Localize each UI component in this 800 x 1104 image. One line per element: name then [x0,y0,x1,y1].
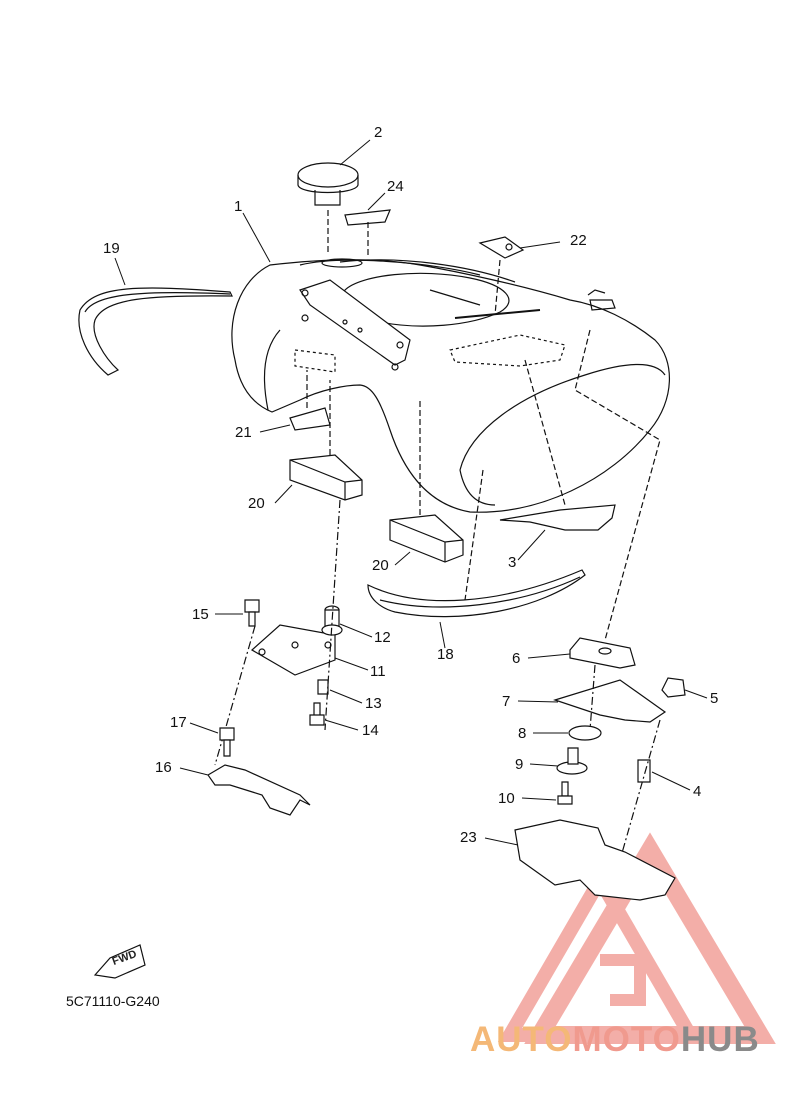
damper-20-left [290,380,362,500]
label-sticker-24 [345,210,390,225]
tank-bracket [300,280,410,371]
fwd-arrow-icon [95,945,145,978]
callout-6: 6 [512,650,520,667]
callout-9: 9 [515,756,523,773]
watermark-hub: HUB [680,1020,760,1059]
callout-24: 24 [387,178,404,195]
bracket-23 [515,820,675,900]
callout-numbers: 2 24 1 22 19 21 20 20 3 18 15 12 11 13 1… [103,124,718,846]
callout-11: 11 [370,663,386,680]
nut-5 [662,678,685,697]
callout-14: 14 [362,722,379,739]
bolt-14 [310,703,324,725]
collar-13 [318,680,328,694]
stud-4 [638,760,650,782]
emblem-22 [480,237,523,315]
grommet-12 [322,606,342,635]
callout-21: 21 [235,424,252,441]
callout-10: 10 [498,790,515,807]
callout-20-center: 20 [372,557,389,574]
bolt-10 [558,782,572,804]
callout-1: 1 [234,198,242,215]
leader-lines [115,140,707,845]
callout-7: 7 [502,693,510,710]
callout-8: 8 [518,725,526,742]
callout-22: 22 [570,232,587,249]
callout-19: 19 [103,240,120,257]
lower-molding-18 [368,470,585,617]
callout-2: 2 [374,124,382,141]
mount-6 [570,638,635,668]
fuel-cap [298,163,358,255]
pad-21 [290,408,330,430]
collar-9 [557,748,587,774]
bolt-15 [245,600,259,626]
watermark-auto: AUTO [470,1020,573,1059]
bracket-16 [208,765,310,815]
callout-23: 23 [460,829,477,846]
callout-16: 16 [155,759,172,776]
bolt-17 [220,728,234,756]
watermark-brand: AUTOMOTOHUB [470,1020,760,1060]
callout-18: 18 [437,646,454,663]
washer-8 [569,726,601,740]
watermark-logo [510,850,760,1035]
callout-12: 12 [374,629,391,646]
cover-3 [500,505,615,530]
callout-3: 3 [508,554,516,571]
callout-5: 5 [710,690,718,707]
watermark-moto: MOTO [572,1020,681,1059]
damper-20-center [390,400,463,562]
side-molding-19 [79,288,232,375]
drawing-code: 5C71110-G240 [66,993,160,1009]
callout-13: 13 [365,695,382,712]
callout-20-left: 20 [248,495,265,512]
callout-15: 15 [192,606,209,623]
callout-4: 4 [693,783,701,800]
bracket-7 [555,680,665,722]
callout-17: 17 [170,714,187,731]
bracket-11 [252,625,335,675]
